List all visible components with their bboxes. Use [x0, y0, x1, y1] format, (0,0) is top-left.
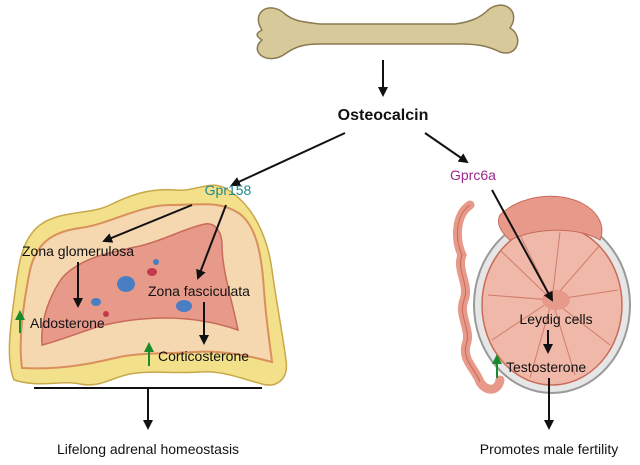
adrenal-vessel-4	[176, 300, 192, 312]
adrenal-outcome-label: Lifelong adrenal homeostasis	[57, 441, 239, 457]
osteocalcin-to-gpr158-arrow	[230, 132, 346, 187]
corticosterone-label: Corticosterone	[158, 348, 249, 364]
seminiferous-lobules	[487, 231, 619, 379]
rete-testis	[542, 290, 570, 310]
gpr158-label: Gpr158	[205, 182, 252, 198]
gprc6a-label: Gprc6a	[450, 167, 496, 183]
zona-fasciculata-label: Zona fasciculata	[148, 283, 250, 299]
testis-illustration	[453, 195, 631, 394]
osteocalcin-label: Osteocalcin	[338, 107, 429, 124]
gpr158-to-fasciculata-arrow	[196, 204, 227, 280]
zona-glomerulosa-label: Zona glomerulosa	[22, 243, 134, 259]
testis-outcome-label: Promotes male fertility	[480, 441, 618, 457]
adrenal-vessel-2	[91, 298, 101, 306]
adrenal-gland-illustration	[8, 184, 288, 386]
adrenal-vessel-6	[103, 311, 109, 317]
epididymis-head	[497, 195, 603, 241]
bone-shape	[256, 4, 519, 60]
adrenal-vessel-1	[117, 276, 135, 292]
epididymis-outline	[457, 204, 481, 383]
osteocalcin-to-gprc6a-arrow	[424, 132, 469, 164]
testosterone-label: Testosterone	[506, 359, 586, 375]
leydig-cells-label: Leydig cells	[519, 311, 592, 327]
adrenal-vessel-3	[147, 268, 157, 276]
bone-illustration	[256, 4, 519, 60]
aldosterone-label: Aldosterone	[30, 315, 105, 331]
gpr158-to-glomerulosa-arrow	[102, 204, 193, 243]
gprc6a-to-leydig-arrow	[491, 189, 553, 302]
adrenal-vessel-5	[153, 259, 159, 265]
